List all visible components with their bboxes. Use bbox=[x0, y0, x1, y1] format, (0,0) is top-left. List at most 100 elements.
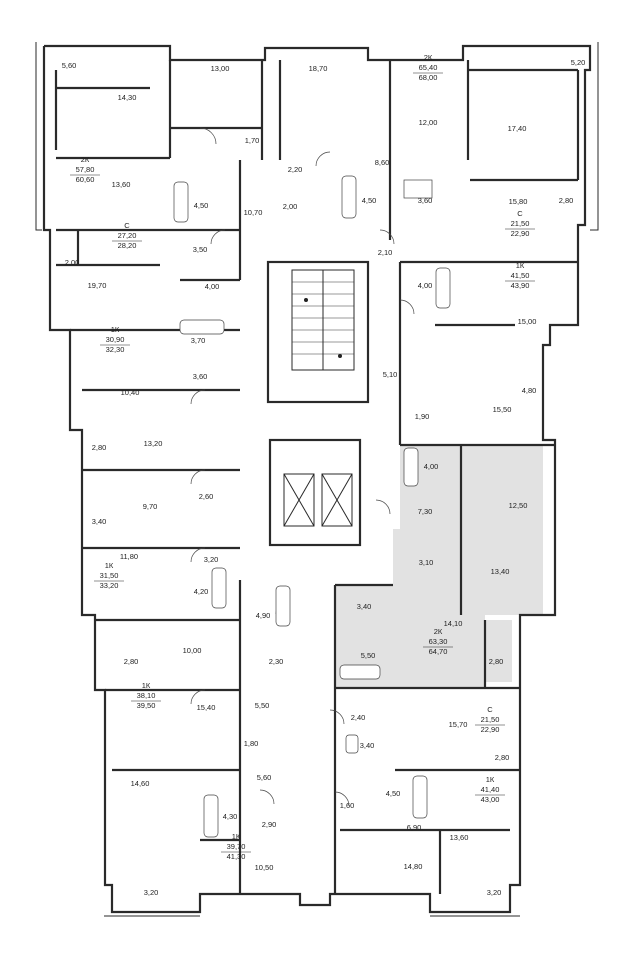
room-area-label: 2,60 bbox=[199, 492, 214, 501]
room-area-label: 17,40 bbox=[508, 124, 527, 133]
apartment-type: 1К bbox=[516, 261, 525, 270]
room-area-label: 2,30 bbox=[269, 657, 284, 666]
apartment-living: 31,50 bbox=[100, 571, 119, 580]
apartment-total: 32,30 bbox=[106, 345, 125, 354]
room-area-label: 13,60 bbox=[112, 180, 131, 189]
apartment-labels: 2К65,4068,002К57,8060,60С21,5022,90С27,2… bbox=[70, 53, 535, 861]
room-area-label: 2,80 bbox=[92, 443, 107, 452]
stair-elevator-core bbox=[266, 260, 370, 547]
room-area-label: 15,70 bbox=[449, 720, 468, 729]
room-area-label: 14,80 bbox=[404, 862, 423, 871]
apartment-living: 27,20 bbox=[118, 231, 137, 240]
apartment-living: 21,50 bbox=[481, 715, 500, 724]
room-area-label: 8,60 bbox=[375, 158, 390, 167]
room-area-label: 3,20 bbox=[487, 888, 502, 897]
room-area-label: 19,70 bbox=[88, 281, 107, 290]
room-area-label: 4,50 bbox=[194, 201, 209, 210]
apartment-total: 33,20 bbox=[100, 581, 119, 590]
room-area-label: 6,90 bbox=[407, 823, 422, 832]
room-area-label: 10,40 bbox=[121, 388, 140, 397]
room-area-label: 5,50 bbox=[255, 701, 270, 710]
room-area-label: 15,80 bbox=[509, 197, 528, 206]
apartment-type: 1К bbox=[111, 325, 120, 334]
room-area-label: 10,00 bbox=[183, 646, 202, 655]
room-area-label: 4,00 bbox=[424, 462, 439, 471]
room-area-label: 3,60 bbox=[193, 372, 208, 381]
room-area-label: 10,50 bbox=[255, 863, 274, 872]
room-area-label: 5,50 bbox=[361, 651, 376, 660]
apartment-type: С bbox=[487, 705, 493, 714]
bathroom-fixtures bbox=[173, 175, 451, 838]
room-area-label: 5,10 bbox=[383, 370, 398, 379]
room-area-label: 2,80 bbox=[495, 753, 510, 762]
room-area-label: 15,50 bbox=[493, 405, 512, 414]
apartment-total: 28,20 bbox=[118, 241, 137, 250]
room-area-label: 2,10 bbox=[378, 248, 393, 257]
room-area-label: 12,50 bbox=[509, 501, 528, 510]
apartment-total: 39,50 bbox=[137, 701, 156, 710]
apartment-living: 63,30 bbox=[429, 637, 448, 646]
room-area-label: 3,50 bbox=[193, 245, 208, 254]
apartment-total: 43,00 bbox=[481, 795, 500, 804]
room-area-label: 18,70 bbox=[309, 64, 328, 73]
apartment-type: С bbox=[124, 221, 130, 230]
apartment-type: 2К bbox=[81, 155, 90, 164]
room-area-label: 3,20 bbox=[204, 555, 219, 564]
room-area-label: 3,20 bbox=[144, 888, 159, 897]
room-area-label: 3,40 bbox=[357, 602, 372, 611]
apartment-living: 41,40 bbox=[481, 785, 500, 794]
apartment-living: 38,10 bbox=[137, 691, 156, 700]
apartment-type: 2К bbox=[424, 53, 433, 62]
room-area-label: 2,00 bbox=[65, 258, 80, 267]
room-area-label: 1,90 bbox=[415, 412, 430, 421]
apartment-type: 1К bbox=[142, 681, 151, 690]
room-area-label: 13,60 bbox=[450, 833, 469, 842]
apartment-type: 1К bbox=[232, 832, 241, 841]
apartment-living: 65,40 bbox=[419, 63, 438, 72]
room-area-label: 4,80 bbox=[522, 386, 537, 395]
apartment-living: 39,70 bbox=[227, 842, 246, 851]
room-area-label: 4,30 bbox=[223, 812, 238, 821]
highlighted-apartment bbox=[335, 445, 543, 688]
apartment-total: 22,90 bbox=[481, 725, 500, 734]
room-area-label: 2,00 bbox=[283, 202, 298, 211]
room-area-label: 5,60 bbox=[62, 61, 77, 70]
room-area-label: 15,00 bbox=[518, 317, 537, 326]
room-area-label: 10,70 bbox=[244, 208, 263, 217]
room-area-label: 4,50 bbox=[362, 196, 377, 205]
room-area-label: 15,40 bbox=[197, 703, 216, 712]
room-area-label: 1,70 bbox=[245, 136, 260, 145]
room-area-label: 1,80 bbox=[244, 739, 259, 748]
room-area-label: 12,00 bbox=[419, 118, 438, 127]
room-area-label: 2,40 bbox=[351, 713, 366, 722]
room-area-label: 14,10 bbox=[444, 619, 463, 628]
room-area-label: 2,80 bbox=[559, 196, 574, 205]
apartment-living: 30,90 bbox=[106, 335, 125, 344]
apartment-total: 43,90 bbox=[511, 281, 530, 290]
room-area-label: 3,70 bbox=[191, 336, 206, 345]
room-area-label: 9,70 bbox=[143, 502, 158, 511]
room-area-label: 4,20 bbox=[194, 587, 209, 596]
door-swings bbox=[190, 127, 415, 807]
room-area-label: 3,40 bbox=[360, 741, 375, 750]
room-area-label: 7,30 bbox=[418, 507, 433, 516]
apartment-type: 2К bbox=[434, 627, 443, 636]
room-area-label: 3,40 bbox=[92, 517, 107, 526]
room-area-label: 4,50 bbox=[386, 789, 401, 798]
apartment-living: 57,80 bbox=[76, 165, 95, 174]
room-area-label: 2,80 bbox=[124, 657, 139, 666]
room-area-label: 2,90 bbox=[262, 820, 277, 829]
room-area-label: 3,10 bbox=[419, 558, 434, 567]
room-area-label: 4,90 bbox=[256, 611, 271, 620]
apartment-total: 41,30 bbox=[227, 852, 246, 861]
